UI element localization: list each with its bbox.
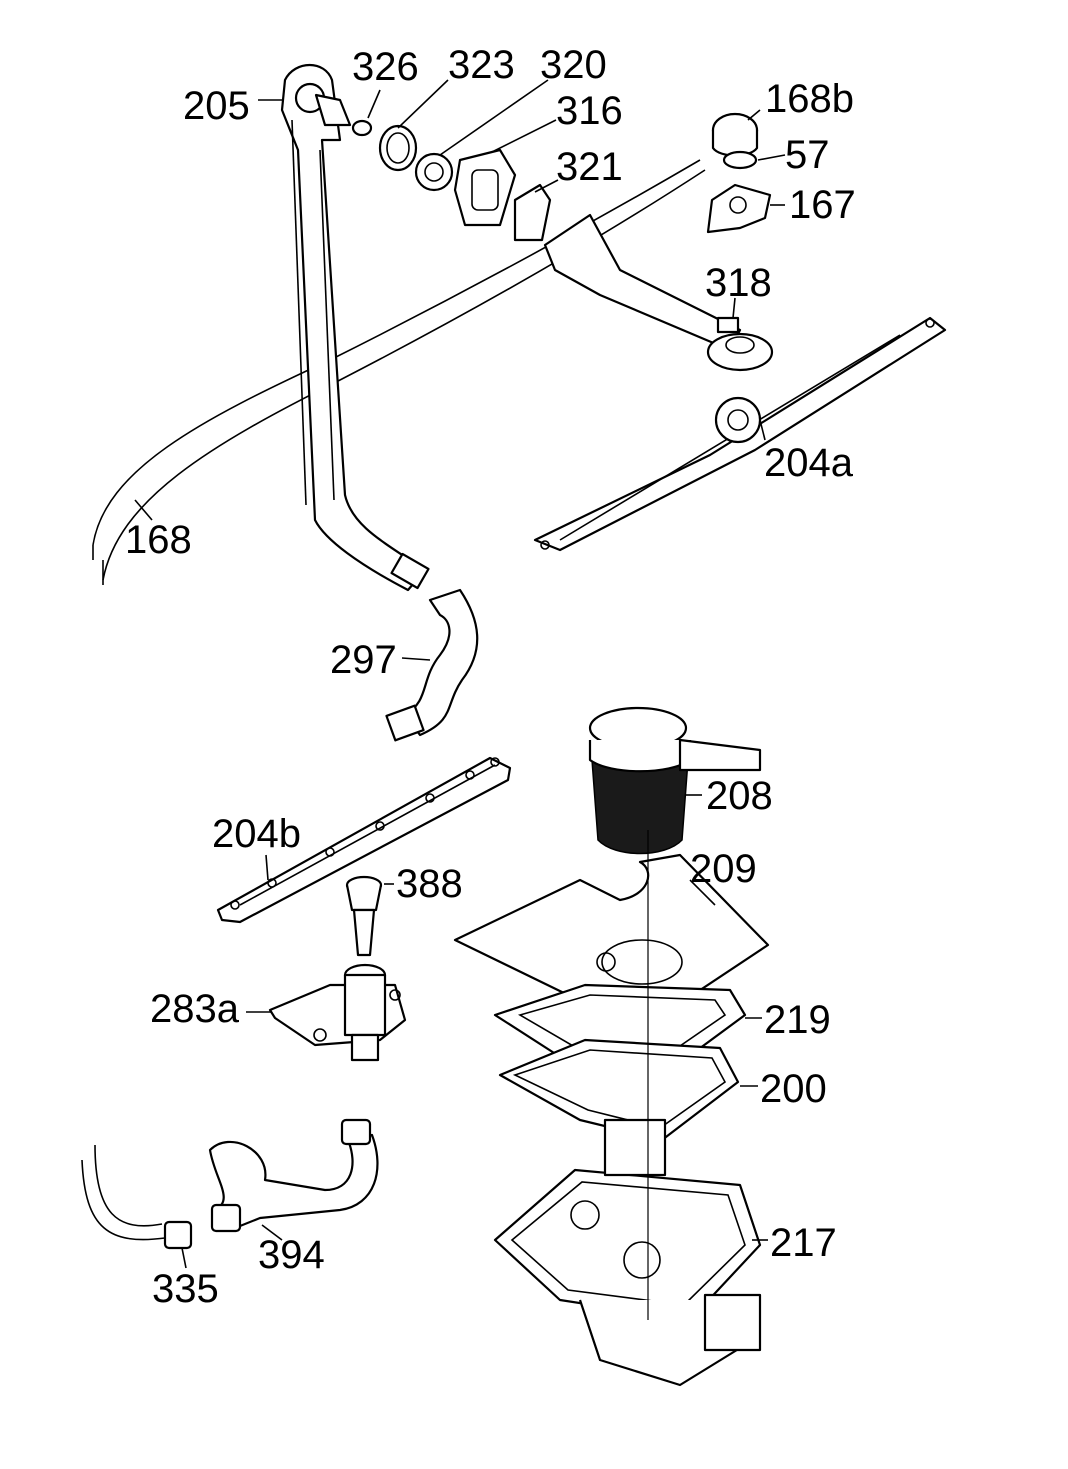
label-204a: 204a: [764, 441, 854, 485]
part-57-ring: [722, 150, 758, 170]
label-209: 209: [690, 847, 757, 891]
part-323-ring: [378, 124, 418, 172]
label-316: 316: [556, 89, 623, 133]
label-326: 326: [352, 45, 419, 89]
label-200: 200: [760, 1067, 827, 1111]
label-283a: 283a: [150, 987, 240, 1031]
part-200-gasket: [498, 1038, 740, 1142]
label-321: 321: [556, 145, 623, 189]
part-204b-lower-spray-arm: [216, 756, 512, 924]
part-394-y-hose: [208, 1118, 379, 1233]
label-205: 205: [183, 84, 250, 128]
part-388-coupler: [345, 875, 383, 957]
label-217: 217: [770, 1221, 837, 1265]
part-297-hose: [385, 588, 479, 742]
label-394: 394: [258, 1233, 325, 1277]
part-167-bracket: [706, 183, 772, 234]
part-labels: 205 326 323 320 316 321 168b 57 167 318 …: [125, 43, 856, 1311]
part-217-sump: [493, 1118, 762, 1387]
label-388: 388: [396, 862, 463, 906]
part-320-nut: [414, 152, 454, 192]
label-335: 335: [152, 1267, 219, 1311]
part-318-hub: [706, 316, 774, 372]
label-204b: 204b: [212, 812, 301, 856]
label-297: 297: [330, 638, 397, 682]
part-326-connector: [314, 93, 373, 137]
part-316-housing: [453, 148, 517, 227]
label-208: 208: [706, 774, 773, 818]
part-283a-support: [268, 963, 407, 1062]
part-335-hose: [81, 1144, 193, 1250]
leader-lines: [134, 79, 786, 1269]
part-208-filter: [588, 706, 762, 855]
label-167: 167: [789, 183, 856, 227]
part-204a-upper-spray-arm: [533, 316, 947, 552]
label-168: 168: [125, 518, 192, 562]
label-219: 219: [764, 998, 831, 1042]
label-320: 320: [540, 43, 607, 87]
part-321-gasket: [513, 183, 552, 242]
label-168b: 168b: [765, 77, 854, 121]
part-168b-cap: [711, 112, 759, 157]
label-323: 323: [448, 43, 515, 87]
label-318: 318: [705, 261, 772, 305]
label-57: 57: [785, 133, 830, 177]
part-205-spray-pipe: [280, 64, 430, 592]
